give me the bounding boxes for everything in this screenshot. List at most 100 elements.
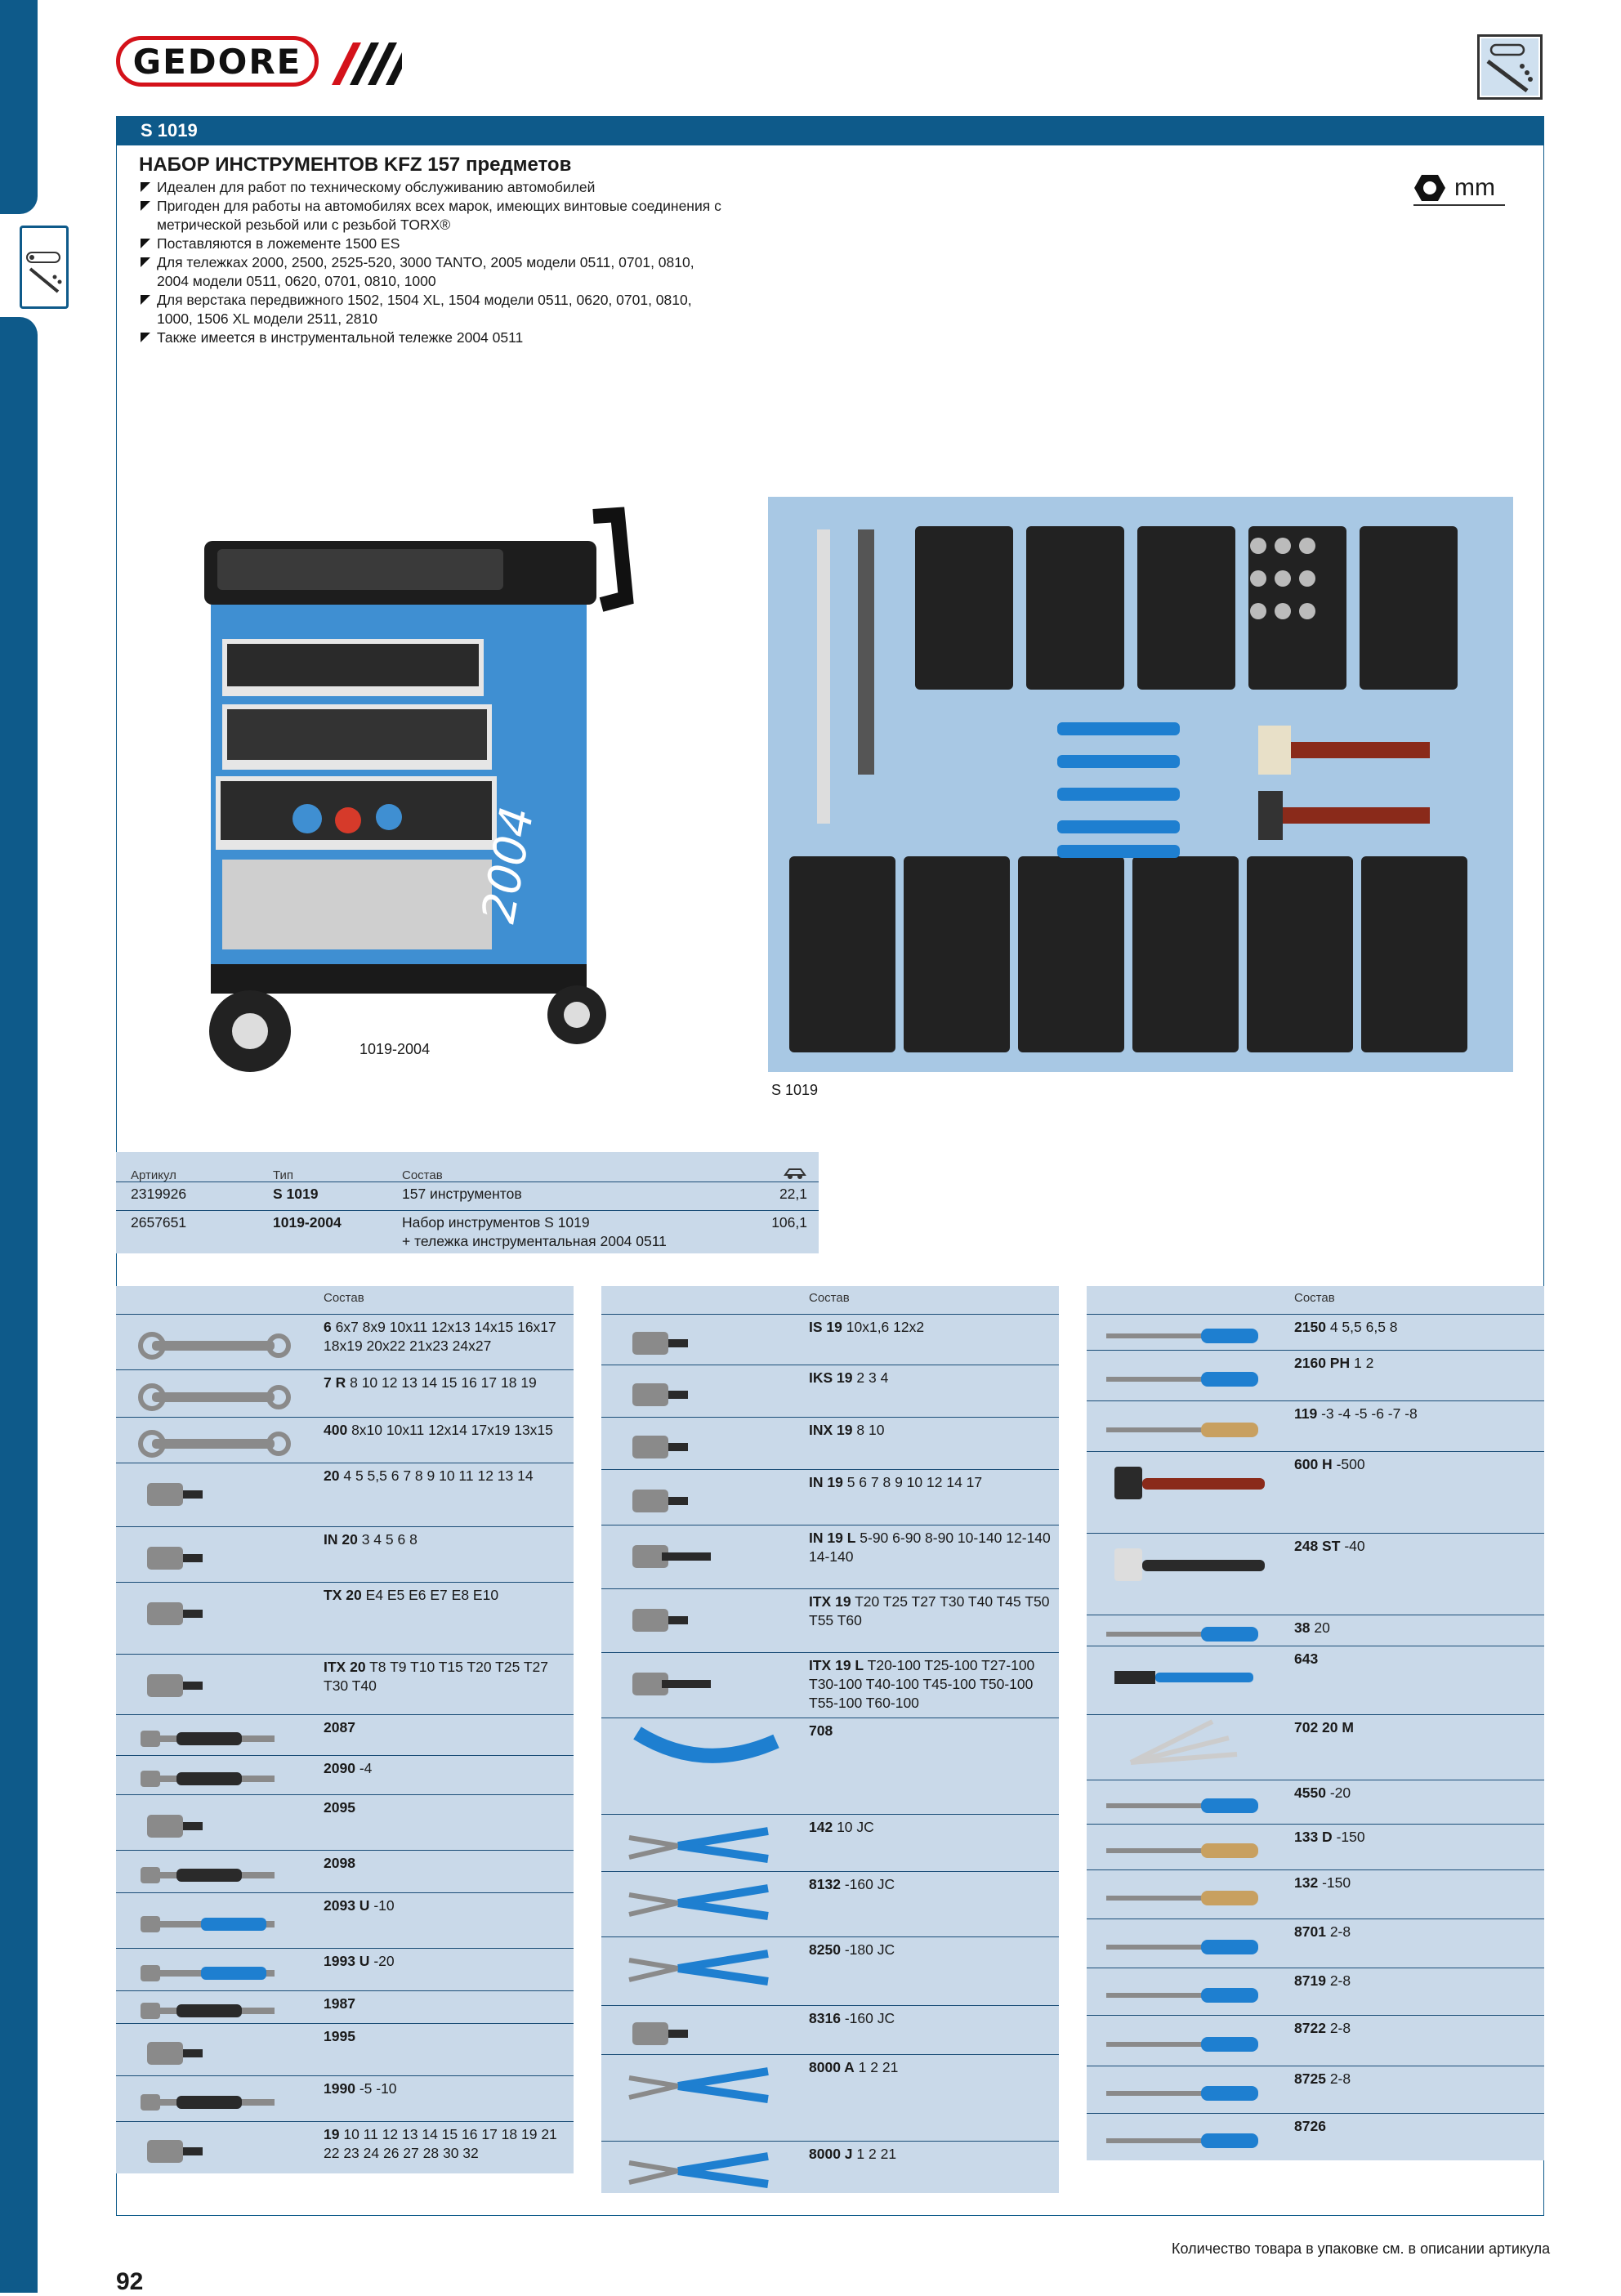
contents-row: INX 19 8 10 — [601, 1417, 1059, 1469]
article-desc-2: + тележка инструментальная 2004 0511 — [402, 1233, 667, 1249]
item-label: 2160 PH 1 2 — [1294, 1354, 1539, 1373]
item-spec: 1 2 21 — [856, 2146, 897, 2162]
contents-row: 2160 PH 1 2 — [1087, 1350, 1544, 1400]
tool-category-icon — [20, 226, 69, 309]
slotted-screwdriver-icon — [1106, 1329, 1258, 1343]
large-socket-icon — [147, 2140, 203, 2163]
item-label: 2098 — [324, 1854, 569, 1873]
contents-row: 6 6x7 8x9 10x11 12x13 14x15 16x17 18x19 … — [116, 1314, 574, 1369]
item-label: 8701 2-8 — [1294, 1923, 1539, 1941]
item-code: INX 19 — [809, 1422, 853, 1438]
item-label: 133 D -150 — [1294, 1828, 1539, 1847]
slotted-bit-socket-icon — [632, 1332, 688, 1355]
column-header: Состав — [601, 1286, 1059, 1314]
item-code: 8719 — [1294, 1972, 1326, 1989]
item-code: 8132 — [809, 1876, 841, 1892]
item-code: 142 — [809, 1819, 833, 1835]
item-label: 8000 A 1 2 21 — [809, 2058, 1054, 2077]
wire-brush-icon — [1114, 1671, 1253, 1684]
chisel-icon — [1106, 1891, 1258, 1905]
item-code: 600 H — [1294, 1456, 1333, 1472]
item-spec: 8 10 12 13 14 15 16 17 18 19 — [350, 1374, 537, 1391]
contents-row: 2098 — [116, 1850, 574, 1892]
feature-item: Поставляются в ложементе 1500 ES — [139, 235, 727, 253]
item-code: 8726 — [1294, 2118, 1326, 2134]
item-code: 1987 — [324, 1995, 355, 2012]
item-code: 1990 — [324, 2080, 355, 2097]
footer-note: Количество товара в упаковке см. в описа… — [1172, 2240, 1551, 2257]
item-code: 2160 PH — [1294, 1355, 1351, 1371]
item-spec: -4 — [359, 1760, 373, 1776]
item-code: IN 19 — [809, 1474, 843, 1490]
item-spec: 10 11 12 13 14 15 16 17 18 19 21 22 23 2… — [324, 2126, 557, 2161]
article-number: 2657651 — [131, 1214, 187, 1231]
item-label: 1993 U -20 — [324, 1952, 569, 1971]
item-spec: 2-8 — [1329, 1923, 1351, 1940]
item-spec: 4 5 5,5 6 7 8 9 10 11 12 13 14 — [343, 1467, 534, 1484]
logo-text: GEDORE — [132, 41, 302, 82]
item-label: 643 — [1294, 1650, 1539, 1668]
contents-row: 702 20 M — [1087, 1714, 1544, 1780]
item-spec: -160 JC — [844, 2010, 895, 2026]
item-label: 8722 2-8 — [1294, 2019, 1539, 2038]
contents-row: 8725 2-8 — [1087, 2066, 1544, 2113]
contents-row: 2093 U -10 — [116, 1892, 574, 1948]
contents-row: 708 — [601, 1718, 1059, 1814]
logo-stripes-icon — [332, 42, 402, 85]
contents-row: 8726 — [1087, 2113, 1544, 2160]
gedore-logo: GEDORE — [116, 36, 319, 87]
contents-row: IKS 19 2 3 4 — [601, 1365, 1059, 1417]
item-spec: 10 JC — [837, 1819, 874, 1835]
product-code-bar: S 1019 — [116, 116, 1544, 145]
scriber-icon — [1106, 1798, 1258, 1813]
item-label: 132 -150 — [1294, 1874, 1539, 1892]
contents-row: 248 ST -40 — [1087, 1533, 1544, 1615]
xzn-bit-socket-icon — [632, 1436, 688, 1458]
feature-item: Идеален для работ по техническому обслуж… — [139, 178, 727, 197]
contents-row: ITX 19 T20 T25 T27 T30 T40 T45 T50 T55 T… — [601, 1588, 1059, 1652]
item-spec: -40 — [1344, 1538, 1365, 1554]
item-spec: 3 4 5 6 8 — [361, 1531, 418, 1548]
item-code: 8701 — [1294, 1923, 1326, 1940]
contents-row: 2095 — [116, 1794, 574, 1850]
contents-row: 400 8x10 10x11 12x14 17x19 13x15 — [116, 1417, 574, 1463]
article-type: 1019-2004 — [273, 1214, 342, 1231]
spinner-handle-icon — [141, 1867, 275, 1883]
article-table: Артикул Тип Состав 2319926 S 1019 157 ин… — [116, 1152, 819, 1253]
phillips-bit-socket-icon — [632, 1383, 688, 1406]
article-type: S 1019 — [273, 1186, 319, 1202]
item-label: 6 6x7 8x9 10x11 12x13 14x15 16x17 18x19 … — [324, 1318, 569, 1356]
feature-item: Для верстака передвижного 1502, 1504 XL,… — [139, 291, 727, 328]
item-label: 8132 -160 JC — [809, 1875, 1054, 1894]
item-spec: 8 10 — [856, 1422, 885, 1438]
item-code: IS 19 — [809, 1319, 842, 1335]
item-spec: 5 6 7 8 9 10 12 14 17 — [846, 1474, 983, 1490]
contents-row: 142 10 JC — [601, 1814, 1059, 1871]
item-spec: -20 — [1329, 1785, 1351, 1801]
item-code: 119 — [1294, 1405, 1318, 1422]
tool-set-photo — [768, 497, 1513, 1072]
item-spec: -160 JC — [844, 1876, 895, 1892]
contents-row: 8719 2-8 — [1087, 1968, 1544, 2015]
cart-caption: 1019-2004 — [359, 1041, 431, 1057]
item-label: 8726 — [1294, 2117, 1539, 2136]
side-tab-top — [0, 0, 38, 214]
contents-row: TX 20 E4 E5 E6 E7 E8 E10 — [116, 1582, 574, 1654]
contents-row: 8000 A 1 2 21 — [601, 2054, 1059, 2141]
feature-list: Идеален для работ по техническому обслуж… — [139, 178, 727, 347]
ring-wrench-icon — [138, 1383, 291, 1411]
item-label: ITX 19 T20 T25 T27 T30 T40 T45 T50 T55 T… — [809, 1592, 1054, 1630]
article-weight: 22,1 — [779, 1186, 807, 1202]
open-end-wrench-icon — [138, 1332, 291, 1360]
item-spec: -3 -4 -5 -6 -7 -8 — [1321, 1405, 1418, 1422]
item-spec: 2-8 — [1329, 2070, 1351, 2087]
item-code: IN 19 L — [809, 1530, 856, 1546]
page-number: 92 — [116, 2268, 144, 2295]
item-label: INX 19 8 10 — [809, 1421, 1054, 1440]
item-spec: -180 JC — [844, 1941, 895, 1958]
socket-icon — [147, 1483, 203, 1506]
item-label: 8250 -180 JC — [809, 1941, 1054, 1959]
item-label: ITX 20 T8 T9 T10 T15 T20 T25 T27 T30 T40 — [324, 1658, 569, 1695]
item-spec: E4 E5 E6 E7 E8 E10 — [365, 1587, 499, 1603]
combination-wrench-icon — [138, 1430, 291, 1458]
